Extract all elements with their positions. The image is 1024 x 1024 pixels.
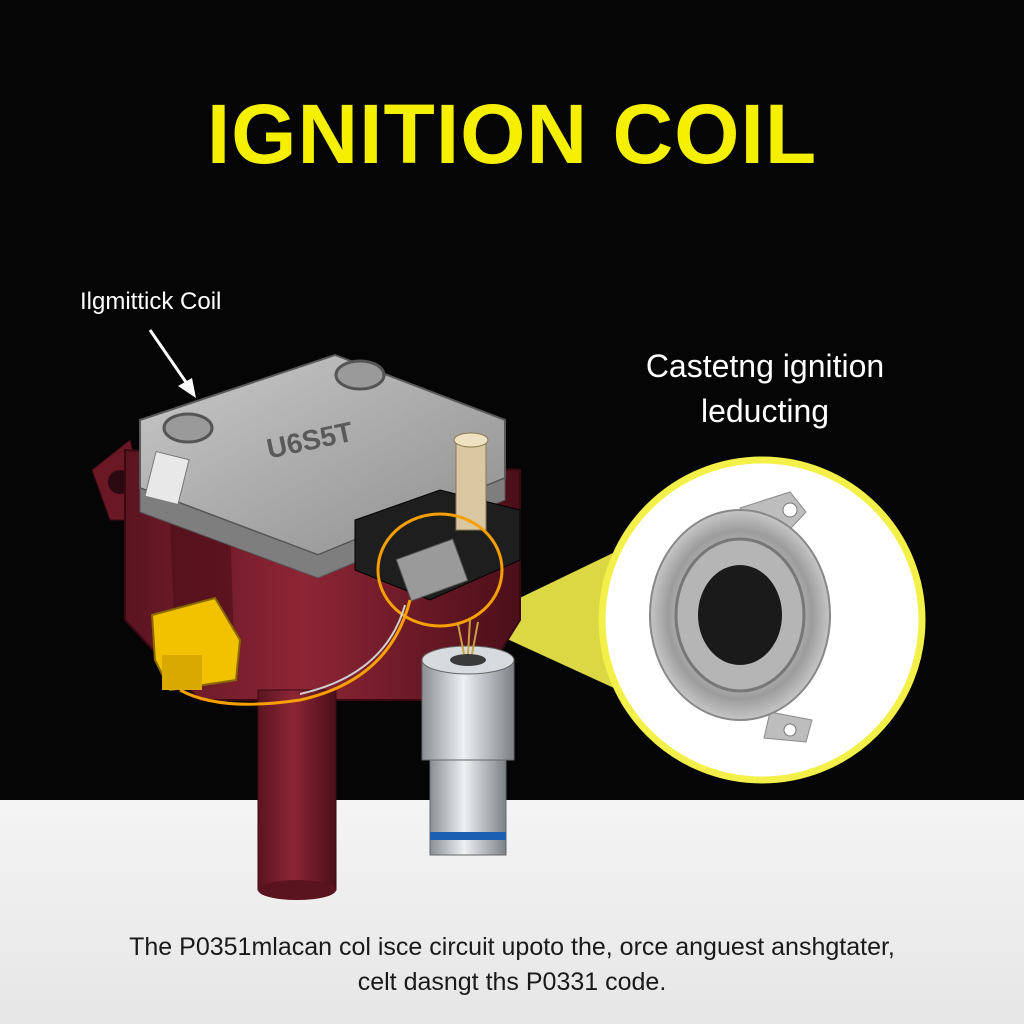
steel-plug [421,619,515,856]
bottom-background-band [0,800,1024,1024]
label-sticker [144,450,190,506]
caption-line1: The P0351mlacan col isce circuit upoto t… [129,933,895,961]
caption-line2: celt dasngt ths P0331 code. [357,968,667,996]
terminal-post [453,432,489,531]
coil-callout-arrow [148,329,196,398]
page-title: IGNITION COIL [206,87,818,181]
coil-callout-label: Ilgmittick Coil [80,288,222,315]
bearing-ring-detail [649,491,831,743]
yellow-connector [150,596,242,692]
detail-magnifier-callout [470,456,926,784]
detail-callout-line1: Castetng ignition [645,348,885,384]
diagram-caption: The P0351mlacan col isce circuit upoto t… [40,930,984,1000]
detail-callout-line2: leducting [700,392,830,429]
detail-callout-label: Castetng ignition leducting [600,344,930,434]
connector-highlight-ring [376,512,504,628]
harness-highlight-line [179,599,412,706]
